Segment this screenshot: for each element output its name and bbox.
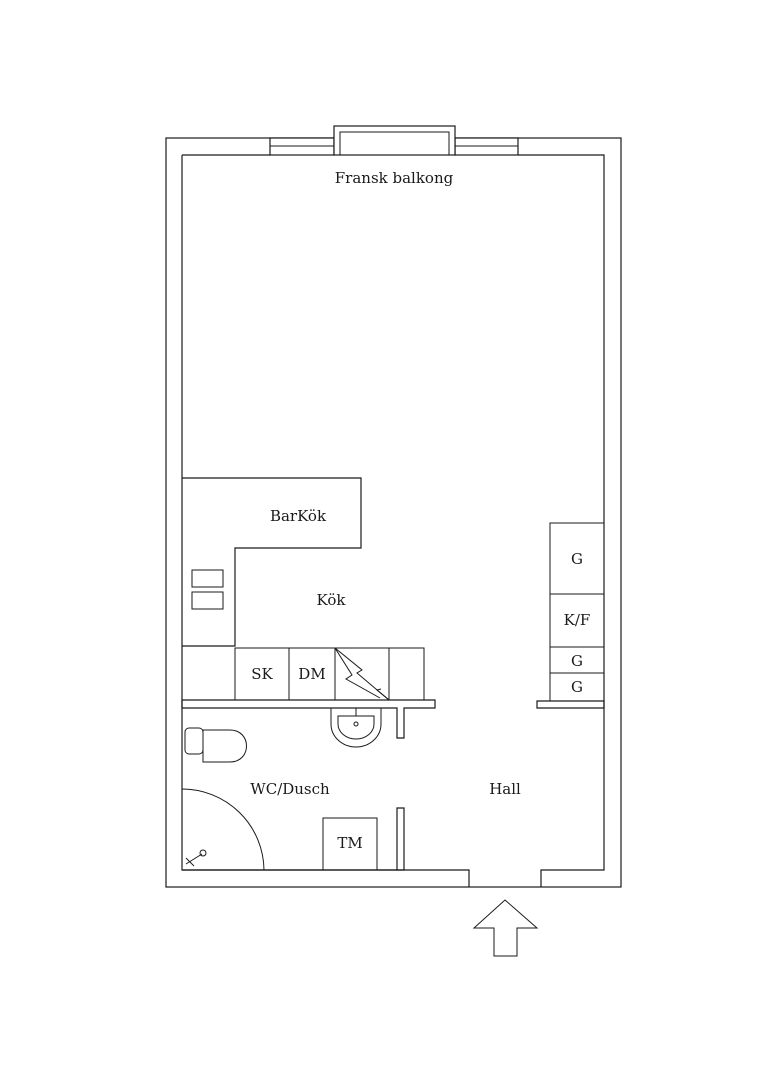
lightning-icon — [334, 647, 390, 701]
label-wardrobe-mid: G — [571, 652, 583, 670]
label-wardrobe-top: G — [571, 550, 583, 568]
window-right — [454, 137, 519, 156]
bathroom-inner-wall — [396, 807, 405, 871]
bathroom-top-wall — [181, 699, 436, 739]
shower-area — [181, 788, 265, 871]
label-kitchen: Kök — [317, 591, 347, 609]
entrance-arrow-icon — [472, 899, 539, 957]
outer-walls — [165, 137, 622, 888]
label-bar-kitchen: BarKök — [270, 507, 327, 525]
label-fridge-freezer: K/F — [564, 611, 591, 629]
washbasin-icon — [330, 708, 382, 748]
hob — [191, 569, 224, 610]
label-dishwasher: DM — [298, 665, 325, 683]
window-left — [269, 137, 335, 156]
bar-counter — [182, 477, 362, 647]
label-hall: Hall — [489, 780, 521, 798]
french-balcony-door — [333, 125, 456, 156]
washing-machine-box — [322, 817, 378, 871]
label-sink-cabinet: SK — [251, 665, 273, 683]
label-balcony: Fransk balkong — [335, 169, 454, 187]
toilet-icon — [184, 727, 247, 763]
shower-head-icon — [185, 849, 207, 867]
label-wc-shower: WC/Dusch — [250, 780, 330, 798]
label-washing-machine: TM — [337, 834, 362, 852]
label-wardrobe-bottom: G — [571, 678, 583, 696]
hall-right-wall-stub — [536, 700, 605, 709]
